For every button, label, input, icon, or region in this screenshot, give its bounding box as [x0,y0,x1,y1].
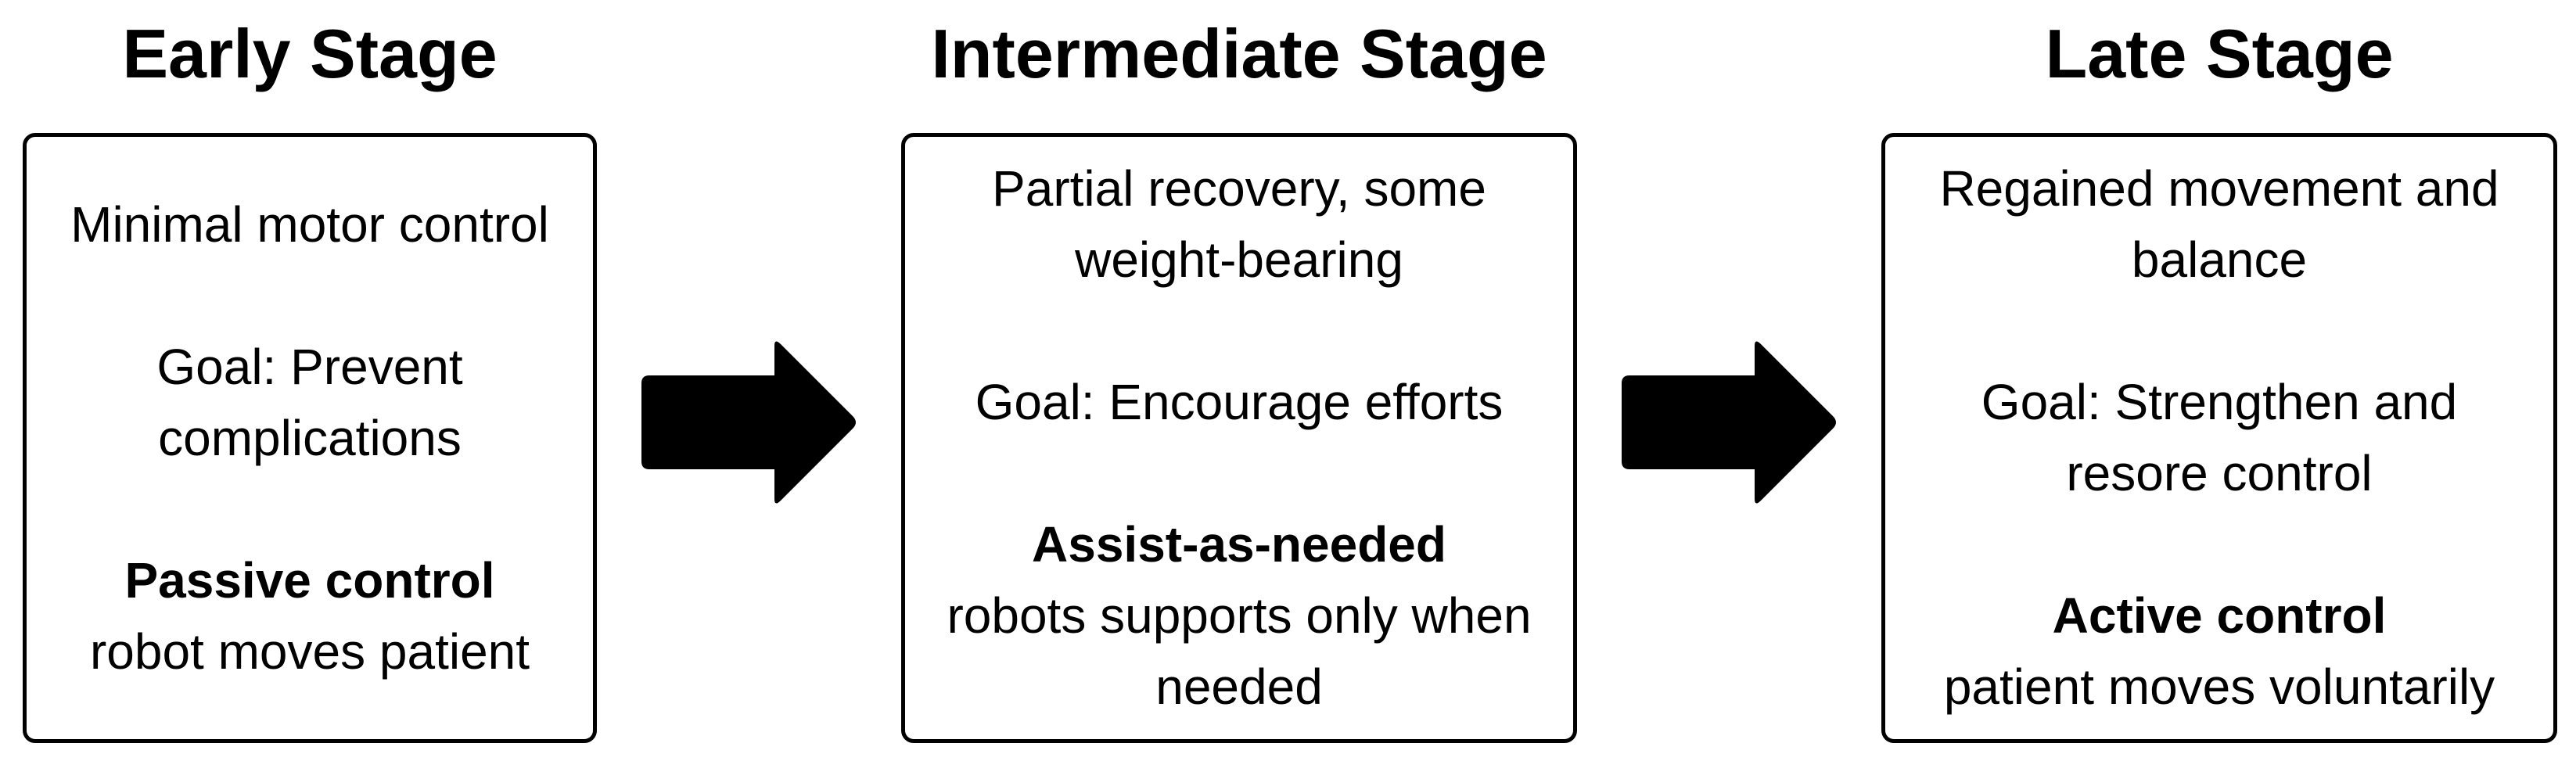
late-goal-line-1: Goal: Strengthen and [1981,374,2458,430]
intermediate-stage-box: Partial recovery, some weight-bearing Go… [901,133,1577,743]
late-stage-title: Late Stage [2045,15,2394,92]
late-control-label: Active control [2052,587,2387,644]
mid-goal-line-1: Goal: Encourage efforts [975,374,1504,430]
arrow-shape [1622,341,1836,504]
right-arrow-icon [1622,341,1836,504]
mid-control-desc-line-2: needed [1155,659,1323,715]
early-goal-line-2: complications [158,409,462,466]
mid-control-desc-line-1: robots supports only when [947,587,1532,644]
mid-control-label: Assist-as-needed [1032,516,1446,573]
right-arrow-icon [641,341,856,504]
late-control-desc-line-1: patient moves voluntarily [1943,659,2495,715]
early-goal-line-1: Goal: Prevent [156,338,463,395]
early-stage-box: Minimal motor control Goal: Prevent comp… [23,133,597,743]
late-condition-line-1: Regained movement and [1939,160,2499,217]
early-control-desc-line-1: robot moves patient [89,623,530,680]
arrow-shape [641,341,856,504]
mid-condition-line-2: weight-bearing [1075,232,1403,288]
intermediate-stage-title: Intermediate Stage [931,15,1547,92]
late-stage-box: Regained movement and balance Goal: Stre… [1881,133,2557,743]
mid-condition-line-1: Partial recovery, some [992,160,1486,217]
early-control-label: Passive control [124,551,495,608]
late-condition-line-2: balance [2131,232,2308,288]
early-condition-line-1: Minimal motor control [70,196,549,253]
late-goal-line-2: resore control [2066,445,2373,501]
early-stage-title: Early Stage [122,15,498,92]
